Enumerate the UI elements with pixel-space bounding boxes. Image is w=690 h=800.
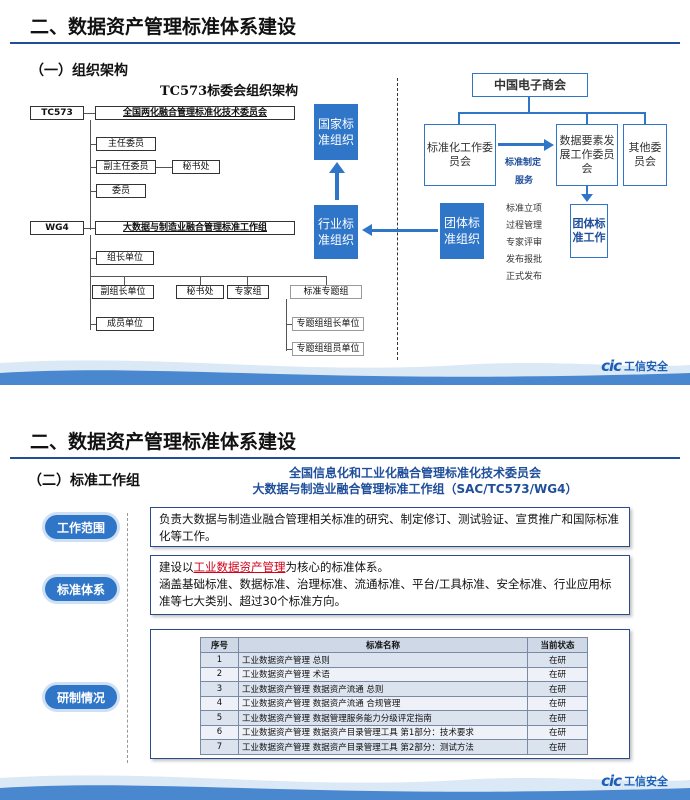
cec-box: 中国电子商会	[472, 73, 588, 97]
org-leader-unit: 组长单位	[96, 251, 154, 265]
col-header: 当前状态	[527, 637, 588, 653]
divider-line	[397, 78, 398, 360]
row-status: 在研	[527, 681, 588, 697]
row-status: 在研	[527, 652, 588, 668]
system-pane: 建设以工业数据资产管理为核心的标准体系。 涵盖基础标准、数据标准、治理标准、流通…	[150, 555, 630, 615]
data-factor-committee-box: 数据要素发展工作委员会	[556, 124, 618, 186]
system-text-highlight: 工业数据资产管理	[193, 560, 286, 574]
row-status: 在研	[527, 695, 588, 711]
std-committee-box: 标准化工作委员会	[424, 124, 496, 186]
row-no: 3	[200, 681, 239, 697]
pill-std-system: 标准体系	[45, 577, 117, 601]
pill-work-scope: 工作范围	[45, 515, 117, 539]
row-no: 1	[200, 652, 239, 668]
up-arrow-icon	[329, 162, 345, 173]
title-rule	[10, 457, 680, 459]
org-vice-director: 副主任委员	[96, 160, 156, 174]
left-arrow-icon	[362, 224, 372, 236]
committee-heading: 全国信息化和工业化融合管理标准化技术委员会 大数据与制造业融合管理标准工作组（S…	[180, 465, 650, 497]
org-topic-member-unit: 专题组组员单位	[292, 342, 364, 356]
org-expert-group: 专家组	[227, 285, 269, 299]
cic-logo: cic 工信安全	[601, 357, 668, 375]
row-no: 5	[200, 710, 239, 726]
org-committee: 全国两化融合管理标准化技术委员会	[95, 106, 295, 120]
org-director: 主任委员	[96, 137, 156, 151]
org-vice-leader-unit: 副组长单位	[92, 285, 154, 299]
footer-wave	[0, 775, 690, 800]
row-name: 工业数据资产管理 数据管理服务能力分级评定指南	[238, 710, 528, 726]
system-text-line2: 涵盖基础标准、数据标准、治理标准、流通标准、平台/工具标准、安全标准、行业应用标…	[159, 577, 612, 608]
cic-logo: cic 工信安全	[601, 772, 668, 790]
heading-line-2: 大数据与制造业融合管理标准工作组（SAC/TC573/WG4）	[252, 482, 578, 496]
std-service-label-2: 服务	[515, 176, 534, 186]
group-std-work-box: 团体标准工作	[570, 204, 608, 258]
row-name: 工业数据资产管理 数据资产流通 总则	[238, 681, 528, 697]
other-committee-box: 其他委员会	[623, 124, 667, 186]
step-item: 专家评审	[506, 238, 543, 248]
divider-line	[127, 513, 128, 763]
pill-progress: 研制情况	[45, 685, 117, 709]
title-rule	[10, 42, 680, 44]
section-subtitle: （一）组织架构	[30, 63, 128, 79]
slide-org-structure: 二、数据资产管理标准体系建设 （一）组织架构 TC573标委会组织架构 TC57…	[0, 0, 690, 385]
national-standard-org: 国家标准组织	[314, 104, 358, 160]
org-wg4-group: 大数据与制造业融合管理标准工作组	[95, 221, 295, 235]
industry-standard-org: 行业标准组织	[314, 205, 358, 259]
slide-title: 二、数据资产管理标准体系建设	[30, 16, 297, 38]
logo-text: 工信安全	[624, 775, 668, 788]
std-service-label-1: 标准制定	[505, 158, 542, 168]
org-member: 委员	[96, 184, 146, 198]
logo-mark: cic	[601, 357, 622, 375]
slide-title: 二、数据资产管理标准体系建设	[30, 431, 297, 453]
heading-line-1: 全国信息化和工业化融合管理标准化技术委员会	[288, 466, 541, 480]
step-item: 正式发布	[506, 272, 543, 282]
row-status: 在研	[527, 724, 588, 740]
tc-chart-title: TC573标委会组织架构	[160, 84, 299, 99]
logo-mark: cic	[601, 772, 622, 790]
section-subtitle: （二）标准工作组	[28, 473, 140, 489]
org-wg-secretariat: 秘书处	[176, 285, 224, 299]
org-tc573: TC573	[30, 106, 84, 120]
org-topic-group: 标准专题组	[290, 285, 362, 299]
row-status: 在研	[527, 710, 588, 726]
logo-text: 工信安全	[624, 360, 668, 373]
row-name: 工业数据资产管理 数据资产流通 合规管理	[238, 695, 528, 711]
step-item: 发布报批	[506, 255, 543, 265]
row-status: 在研	[527, 739, 588, 755]
org-secretariat: 秘书处	[172, 160, 220, 174]
row-no: 6	[200, 724, 239, 740]
down-arrow-icon	[581, 194, 593, 202]
row-name: 工业数据资产管理 总则	[238, 652, 528, 668]
step-item: 标准立项	[506, 204, 543, 214]
table-header-row: 序号 标准名称 当前状态	[200, 637, 588, 653]
row-no: 2	[200, 666, 239, 682]
slide-working-group: 二、数据资产管理标准体系建设 （二）标准工作组 全国信息化和工业化融合管理标准化…	[0, 415, 690, 800]
col-header: 序号	[200, 637, 239, 653]
step-item: 过程管理	[506, 221, 543, 231]
row-name: 工业数据资产管理 数据资产目录管理工具 第2部分：测试方法	[238, 739, 528, 755]
row-name: 工业数据资产管理 数据资产目录管理工具 第1部分：技术要求	[238, 724, 528, 740]
row-status: 在研	[527, 666, 588, 682]
footer-wave	[0, 360, 690, 385]
system-text-pre: 建设以	[159, 560, 194, 574]
system-text-post: 为核心的标准体系。	[285, 560, 390, 574]
right-arrow-icon	[544, 139, 554, 151]
org-member-unit: 成员单位	[96, 317, 154, 331]
org-topic-leader-unit: 专题组组长单位	[292, 317, 364, 331]
row-name: 工业数据资产管理 术语	[238, 666, 528, 682]
scope-pane: 负责大数据与制造业融合管理相关标准的研究、制定修订、测试验证、宣贯推广和国际标准…	[150, 507, 630, 547]
col-header: 标准名称	[238, 637, 528, 653]
row-no: 7	[200, 739, 239, 755]
group-standard-org: 团体标准组织	[440, 203, 484, 259]
row-no: 4	[200, 695, 239, 711]
org-wg4: WG4	[30, 221, 84, 235]
